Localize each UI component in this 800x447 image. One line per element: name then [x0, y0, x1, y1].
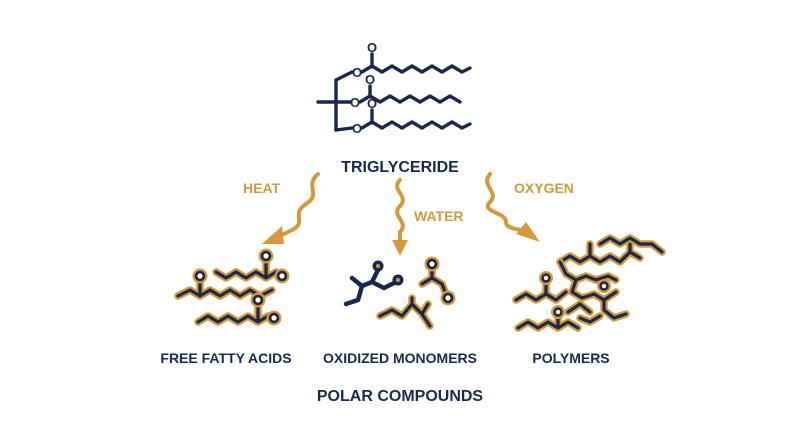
polar-compounds-label: POLAR COMPOUNDS	[317, 388, 484, 405]
ester-chain-bottom	[334, 120, 472, 132]
oxygen-atom: O	[365, 72, 375, 87]
oxygen-atom: O	[352, 65, 362, 80]
triglyceride-molecule: O O O O O O	[316, 40, 472, 136]
oxygen-atom: O	[350, 95, 360, 110]
oxidized-monomers-molecules	[343, 256, 456, 330]
polymers-label: POLYMERS	[532, 350, 609, 366]
triglyceride-label: TRIGLYCERIDE	[341, 159, 459, 176]
oxygen-arrow	[485, 172, 540, 242]
oxygen-atom: O	[367, 40, 377, 55]
water-label: WATER	[414, 208, 464, 224]
oxidized-monomers-label: OXIDIZED MONOMERS	[323, 350, 477, 366]
oxygen-atom: O	[367, 96, 377, 111]
ester-chain-middle	[334, 94, 462, 104]
ester-chain-top	[334, 64, 472, 82]
heat-label: HEAT	[243, 180, 281, 196]
oxygen-label: OXYGEN	[514, 180, 574, 196]
heat-arrow	[262, 172, 320, 244]
glycerol-backbone	[316, 78, 338, 132]
polymers-molecules	[512, 234, 666, 332]
oxygen-atom: O	[352, 121, 362, 136]
free-fatty-acids-label: FREE FATTY ACIDS	[160, 350, 291, 366]
water-arrow	[392, 178, 408, 256]
free-fatty-acids-molecules	[174, 248, 290, 326]
